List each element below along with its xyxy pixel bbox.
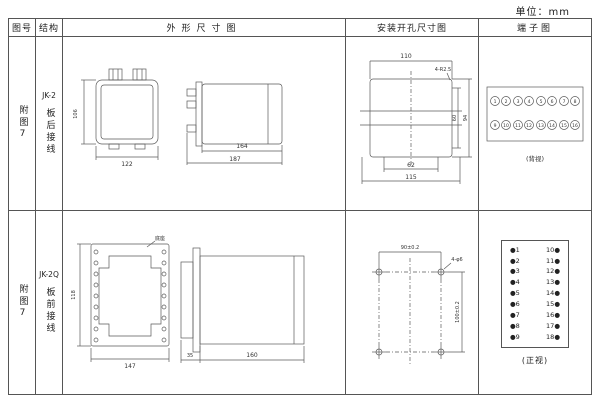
dim-100: 100±0.2	[455, 301, 461, 323]
svg-text:1: 1	[494, 99, 497, 105]
spec-table: 图号 结构 外形尺寸图 安装开孔尺寸图 端子图 附图7 JK-2 板后接线	[8, 18, 592, 395]
dim-90: 90±0.2	[400, 245, 419, 251]
dim-60: 60	[452, 114, 458, 120]
row2-outline-cell: 底座 118 147 35	[63, 211, 346, 394]
row2-mounting-cell: 90±0.2 4-φ6 100±0.2	[346, 211, 479, 394]
row1-outline-cell: 106 122 164 187	[63, 37, 346, 211]
dim-118: 118	[71, 290, 77, 300]
dim-110: 110	[400, 53, 412, 60]
row1-wiring-label: 板后接线	[44, 108, 55, 156]
dim-106: 106	[73, 109, 79, 119]
row2-figure-label: 附图7	[17, 284, 28, 321]
svg-text:10: 10	[503, 123, 509, 129]
row1-mounting-drawing: 110 4-R2.5 60 94 62 115	[359, 53, 472, 184]
note-holes: 4-φ6	[451, 257, 462, 263]
row2-outline-drawing: 底座 118 147 35	[71, 235, 304, 370]
row1-model-label: JK-2	[42, 91, 56, 100]
svg-text:2: 2	[505, 99, 508, 105]
row2-front-view: 底座 118 147	[71, 235, 169, 370]
row1-outline-drawing: 106 122 164 187	[73, 68, 282, 168]
header-terminal: 端子图	[479, 19, 591, 37]
row1-structure-cell: JK-2 板后接线	[36, 37, 63, 211]
row1-mounting-cell: 110 4-R2.5 60 94 62 115	[346, 37, 479, 211]
svg-text:3: 3	[517, 99, 520, 105]
svg-text:13: 13	[538, 123, 544, 129]
row1-figure-label: 附图7	[17, 105, 28, 142]
dim-187: 187	[229, 156, 241, 163]
note-base: 底座	[154, 235, 164, 242]
dim-164: 164	[236, 143, 248, 150]
header-outline: 外形尺寸图	[63, 19, 346, 37]
svg-text:14: 14	[549, 123, 555, 129]
row1-figure-cell: 附图7	[9, 37, 36, 211]
note-radius: 4-R2.5	[434, 67, 450, 73]
dim-115: 115	[405, 174, 417, 181]
svg-text:11: 11	[515, 123, 521, 129]
dim-160: 160	[246, 352, 258, 359]
row2-view-label: (正视)	[521, 355, 549, 365]
terminal-circles-row2: 9 10 11 12 13 14 15 16	[490, 119, 580, 130]
row2-front-terminals	[93, 249, 166, 342]
header-figure: 图号	[9, 19, 36, 37]
svg-text:6: 6	[551, 99, 554, 105]
row2-structure-cell: JK-2Q 板前接线	[36, 211, 63, 394]
row1-terminal-drawing: 1 2 3 4 5 6 7 8 9 10 11 12 13	[486, 86, 584, 163]
row1-terminal-cell: 1 2 3 4 5 6 7 8 9 10 11 12 13	[479, 37, 591, 211]
dim-94: 94	[463, 114, 469, 120]
row2-side-view: 35 160	[180, 247, 304, 363]
svg-text:5: 5	[540, 99, 543, 105]
row2-model-label: JK-2Q	[39, 270, 59, 279]
dim-147: 147	[124, 363, 136, 370]
svg-text:7: 7	[563, 99, 566, 105]
svg-text:4: 4	[528, 99, 531, 105]
svg-text:9: 9	[494, 123, 497, 129]
row1-side-view: 164 187	[186, 81, 282, 165]
unit-label: 单位：mm	[515, 7, 570, 18]
row1-front-view: 106 122	[73, 68, 158, 168]
row1-view-label: (背视)	[526, 154, 544, 163]
svg-text:15: 15	[561, 123, 567, 129]
svg-text:16: 16	[572, 123, 578, 129]
dim-122: 122	[121, 161, 133, 168]
svg-text:12: 12	[526, 123, 532, 129]
mounting-holes	[371, 264, 448, 359]
header-structure: 结构	[36, 19, 63, 37]
row2-figure-cell: 附图7	[9, 211, 36, 394]
row2-mounting-drawing: 90±0.2 4-φ6 100±0.2	[371, 245, 465, 366]
svg-text:8: 8	[574, 99, 577, 105]
dim-35: 35	[186, 353, 192, 359]
terminal-circles-row1: 1 2 3 4 5 6 7 8	[490, 95, 580, 106]
header-mounting: 安装开孔尺寸图	[346, 19, 479, 37]
row2-wiring-label: 板前接线	[44, 287, 55, 335]
dim-62: 62	[407, 162, 415, 169]
